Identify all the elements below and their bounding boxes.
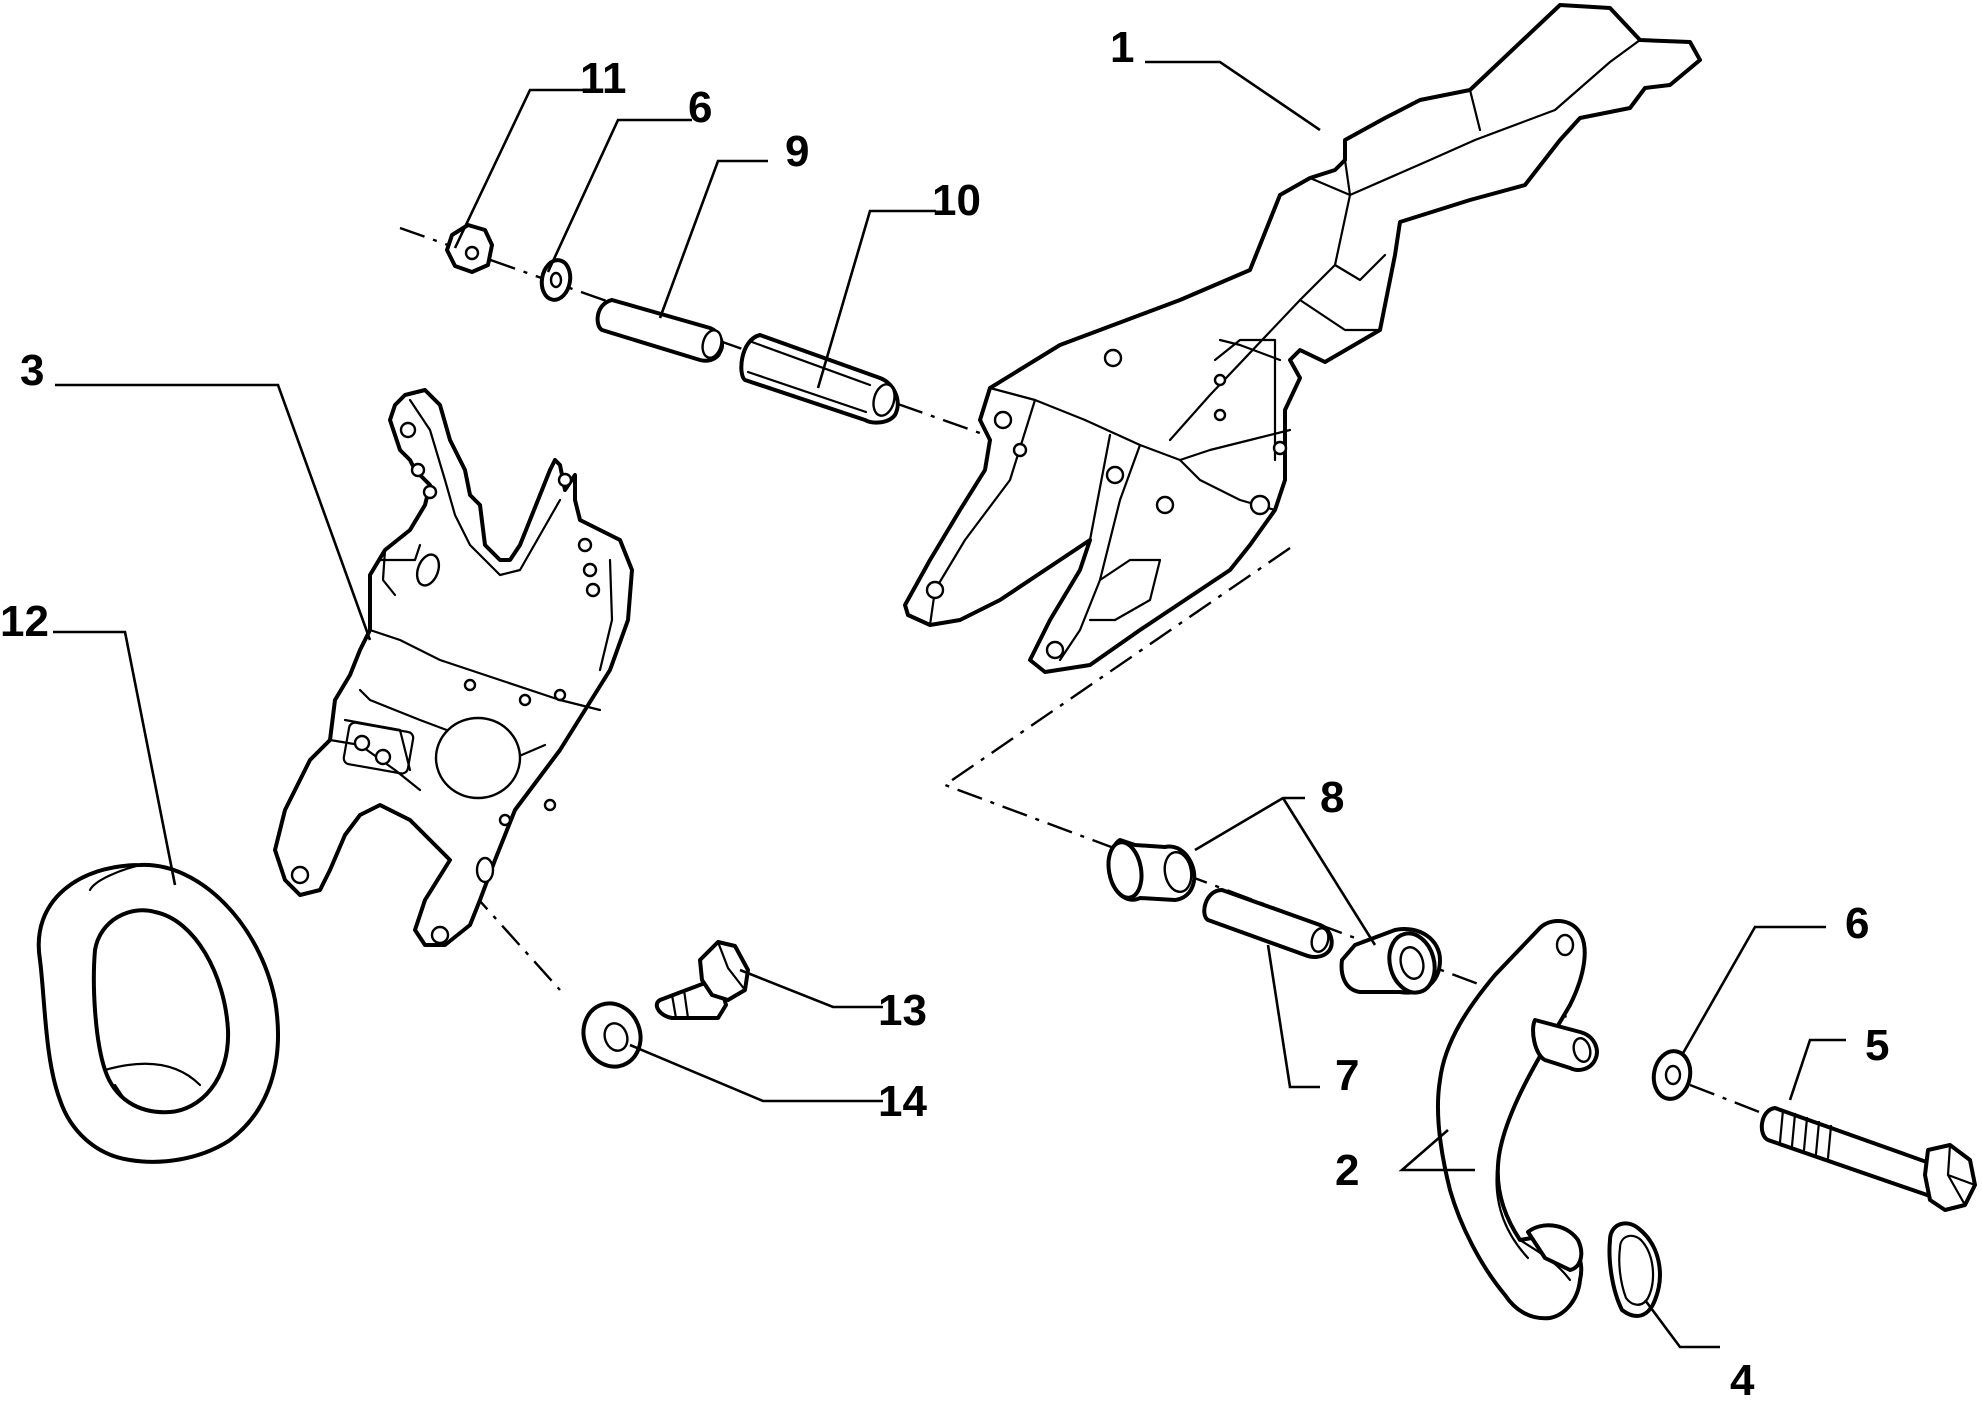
- part-11-nut: [445, 223, 494, 274]
- callout-6-lower: 6: [1845, 899, 1869, 948]
- part-8-flanged-bushings: [1106, 838, 1442, 995]
- callout-6-upper: 6: [688, 83, 712, 132]
- part-9-spacer-pin: [595, 298, 724, 363]
- callout-5: 5: [1865, 1021, 1889, 1070]
- part-6-washer-lower: [1651, 1049, 1693, 1101]
- callout-1: 1: [1110, 23, 1134, 72]
- callout-11: 11: [580, 54, 627, 103]
- callout-8: 8: [1320, 773, 1344, 822]
- part-1-pedal-support-bracket: [903, 3, 1702, 674]
- part-5-long-bolt: [1759, 1106, 1977, 1212]
- callout-14: 14: [878, 1077, 927, 1126]
- leader-lines: [53, 60, 1846, 1349]
- part-7-pin: [1202, 888, 1334, 959]
- callout-4: 4: [1730, 1356, 1755, 1401]
- part-4-pedal-pad: [1607, 1221, 1662, 1318]
- part-14-washer: [581, 1001, 643, 1069]
- callout-3: 3: [20, 346, 44, 395]
- callout-7: 7: [1335, 1051, 1359, 1100]
- callout-9: 9: [785, 127, 809, 176]
- callout-2: 2: [1335, 1146, 1359, 1195]
- part-2-pedal-arm: [1436, 919, 1599, 1321]
- part-13-bolt: [654, 940, 750, 1020]
- part-12-ring-seal: [36, 862, 280, 1164]
- callout-13: 13: [878, 986, 927, 1035]
- callout-labels: 1 2 3 4 5 6 6 7 8 9 10 11 12 13 14: [0, 23, 1889, 1401]
- callout-10: 10: [932, 176, 981, 225]
- part-6-washer-upper: [539, 258, 573, 302]
- callout-12: 12: [0, 597, 49, 646]
- part-3-mounting-plate: [273, 388, 634, 947]
